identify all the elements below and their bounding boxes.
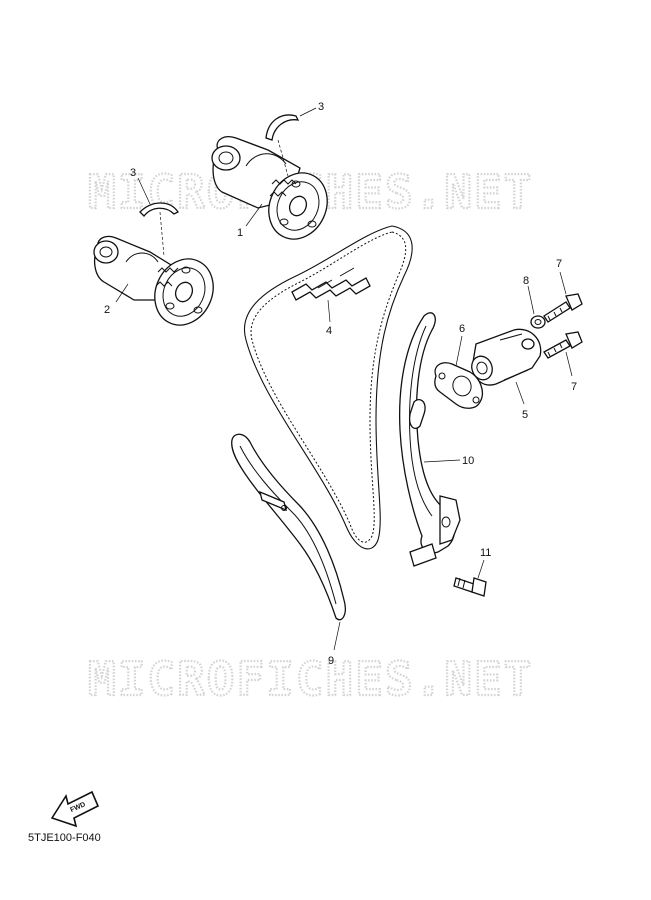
callout-1: 1: [237, 227, 243, 239]
bolt-11: [453, 577, 487, 597]
callout-2: 2: [104, 304, 110, 316]
chain-guide-10: [399, 312, 461, 567]
camshaft-2: [93, 235, 214, 326]
callout-3-lower: 3: [130, 167, 136, 179]
figure-code: 5TJE100-F040: [28, 832, 101, 844]
leader-lines: [115, 107, 573, 651]
camshaft-1: [211, 136, 328, 240]
washer-8: [530, 315, 546, 329]
bolt-7-upper: [543, 293, 583, 323]
callout-9: 9: [328, 655, 334, 667]
callout-3-upper: 3: [318, 101, 324, 113]
fwd-arrow-icon: FWD: [50, 790, 100, 828]
chain-tensioner-5: [471, 328, 542, 386]
watermark-bottom: MICROFICHES.NET: [88, 652, 533, 706]
callout-5: 5: [522, 409, 528, 421]
callout-10: 10: [462, 455, 474, 467]
callout-7-lower: 7: [571, 381, 577, 393]
timing-chain-4: [243, 225, 413, 550]
bolt-7-lower: [543, 331, 583, 359]
callout-11: 11: [480, 547, 491, 559]
chain-guide-9: [231, 433, 346, 621]
circlip-3-lower: [139, 202, 179, 257]
callout-7-upper: 7: [556, 258, 562, 270]
callout-8: 8: [523, 275, 529, 287]
callout-4: 4: [326, 325, 332, 337]
callout-6: 6: [459, 323, 465, 335]
circlip-3-upper: [265, 114, 300, 177]
gasket-6: [434, 362, 484, 409]
